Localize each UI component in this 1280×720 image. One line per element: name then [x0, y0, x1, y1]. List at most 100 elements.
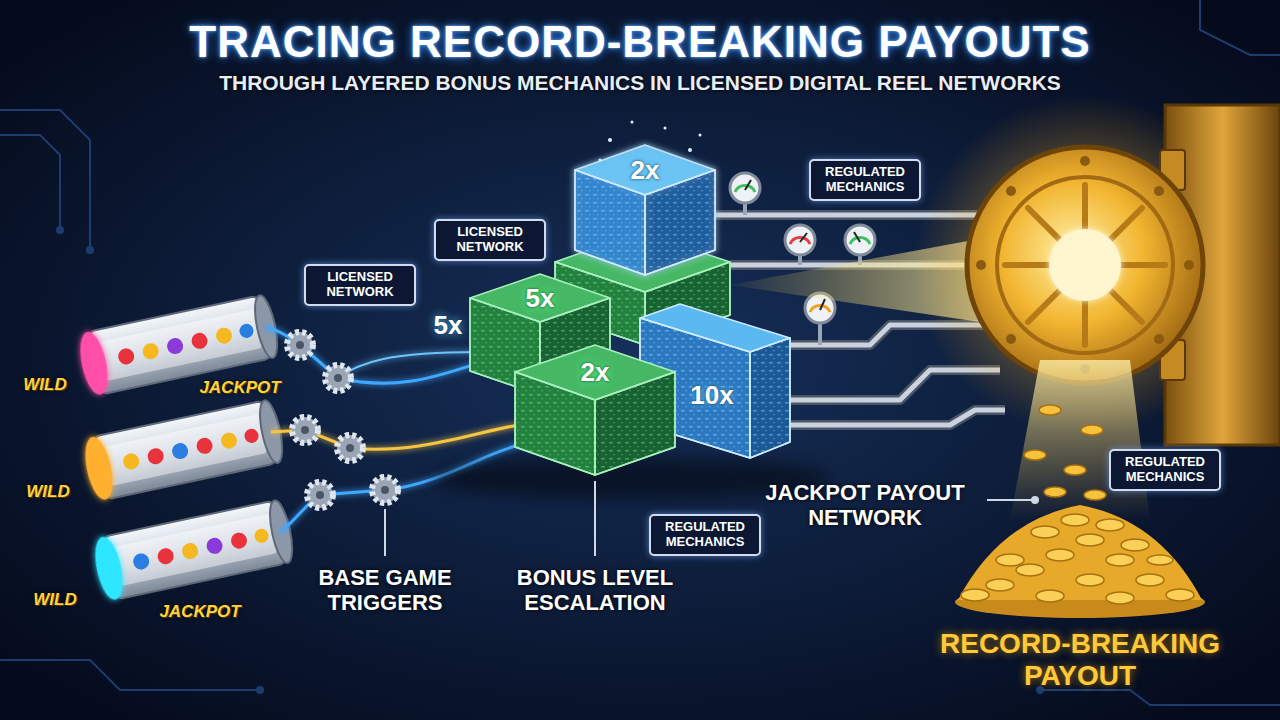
- vault-door: [967, 147, 1203, 383]
- slot-reel: [98, 309, 263, 381]
- pipe: [790, 410, 1005, 425]
- badge-text: REGULATED MECHANICS: [660, 520, 750, 550]
- coin-pile: [1016, 564, 1044, 576]
- leader-line: [594, 481, 596, 556]
- circuit-trace: [0, 0, 1280, 705]
- coin-pile: [1076, 534, 1104, 546]
- sparkle: [631, 121, 634, 124]
- pressure-gauge: [730, 173, 760, 203]
- pressure-gauge: [820, 299, 825, 310]
- badge-text: LICENSED NETWORK: [315, 270, 405, 300]
- coin-pile: [1121, 539, 1149, 551]
- license-badge: REGULATED MECHANICS: [1109, 449, 1221, 491]
- reel-symbol-label: WILD: [23, 375, 66, 395]
- gear-icon: [292, 417, 318, 443]
- slot-reel: [113, 514, 278, 586]
- vault-door: [1184, 260, 1194, 270]
- multiplier-block: [575, 170, 645, 275]
- gear-icon: [307, 482, 333, 508]
- multiplier-cube: 5x: [524, 283, 557, 313]
- vault-door: [997, 177, 1173, 353]
- multiplier-text: 2x: [581, 359, 610, 385]
- multiplier-block: [750, 338, 790, 458]
- light-beam: [1010, 360, 1150, 520]
- vault-door: [1080, 156, 1090, 166]
- gear-icon: [325, 365, 351, 391]
- vault-door: [976, 156, 1194, 374]
- multiplier-block: [575, 145, 715, 275]
- pressure-gauge: [785, 225, 815, 265]
- pressure-gauge: [800, 233, 807, 242]
- pressure-gauge: [818, 323, 822, 345]
- vault-door: [1154, 334, 1164, 344]
- slot-reel: [190, 331, 209, 350]
- coin-pile: [1031, 526, 1059, 538]
- slot-reel: [251, 294, 282, 360]
- gear-icon: [287, 332, 398, 508]
- vault-door: [1006, 334, 1016, 344]
- license-badge: LICENSED NETWORK: [304, 264, 416, 306]
- slot-reel: [181, 542, 200, 561]
- flow-line: [338, 352, 478, 378]
- reel-symbol-label: JACKPOT: [159, 602, 240, 622]
- vault-door: [976, 260, 986, 270]
- stage-callout: BASE GAME TRIGGERS: [285, 565, 485, 616]
- sparkle: [608, 138, 612, 142]
- gold-coin: [1024, 450, 1046, 460]
- coin-pile: [986, 579, 1014, 591]
- multiplier-block: [515, 345, 675, 475]
- circuit-trace: [1200, 0, 1280, 55]
- sparkle: [699, 134, 702, 137]
- gold-coin: [1039, 405, 1061, 415]
- multiplier-text: 10x: [690, 382, 733, 408]
- sparkle: [599, 159, 602, 162]
- gear-icon: [292, 417, 318, 443]
- circuit-trace: [1040, 690, 1280, 705]
- multiplier-block: [515, 372, 595, 475]
- gold-coin: [1084, 490, 1106, 500]
- reel-symbol-label: WILD: [33, 590, 76, 610]
- vault-door: [967, 147, 1203, 383]
- leader-line: [1032, 497, 1038, 503]
- slot-reel: [166, 337, 185, 356]
- slot-reel: [205, 536, 224, 555]
- slot-reel: [76, 330, 113, 398]
- slot-reel: [132, 552, 151, 571]
- coin-pile: [1036, 590, 1064, 602]
- multiplier-cube: 10x: [688, 380, 735, 410]
- badge-text: LICENSED NETWORK: [445, 225, 535, 255]
- coin-pile: [1106, 554, 1134, 566]
- vault-door: [1005, 185, 1165, 345]
- circuit-trace: [0, 660, 260, 690]
- vault-door: [1006, 186, 1016, 196]
- slot-reel: [238, 323, 255, 340]
- slot-reel: [220, 431, 239, 450]
- gear-icon: [337, 435, 363, 461]
- multiplier-block: [575, 170, 645, 275]
- slot-reel: [195, 436, 214, 455]
- license-badge: REGULATED MECHANICS: [809, 159, 921, 201]
- coin-pile: [1147, 555, 1173, 565]
- gold-coin: [1024, 405, 1106, 500]
- circuit-trace: [0, 110, 90, 250]
- multiplier-block: [595, 372, 675, 475]
- pressure-gauge: [743, 203, 747, 215]
- slot-reel: [156, 547, 175, 566]
- gold-coin: [1064, 465, 1086, 475]
- pressure-gauge: [805, 293, 835, 345]
- multiplier-text: 2x: [631, 157, 660, 183]
- multiplier-cube: 2x: [629, 155, 662, 185]
- pipe: [790, 410, 1005, 425]
- gear-icon: [301, 426, 309, 434]
- gold-coin: [1081, 425, 1103, 435]
- slot-reel: [215, 326, 234, 345]
- coin-pile: [958, 505, 1202, 600]
- slot-reel: [81, 435, 118, 503]
- gear-icon: [346, 444, 354, 452]
- sparkle: [664, 127, 667, 130]
- coin-pile: [1106, 592, 1134, 604]
- title: TRACING RECORD-BREAKING PAYOUTS: [20, 18, 1260, 66]
- circuit-trace: [57, 227, 63, 233]
